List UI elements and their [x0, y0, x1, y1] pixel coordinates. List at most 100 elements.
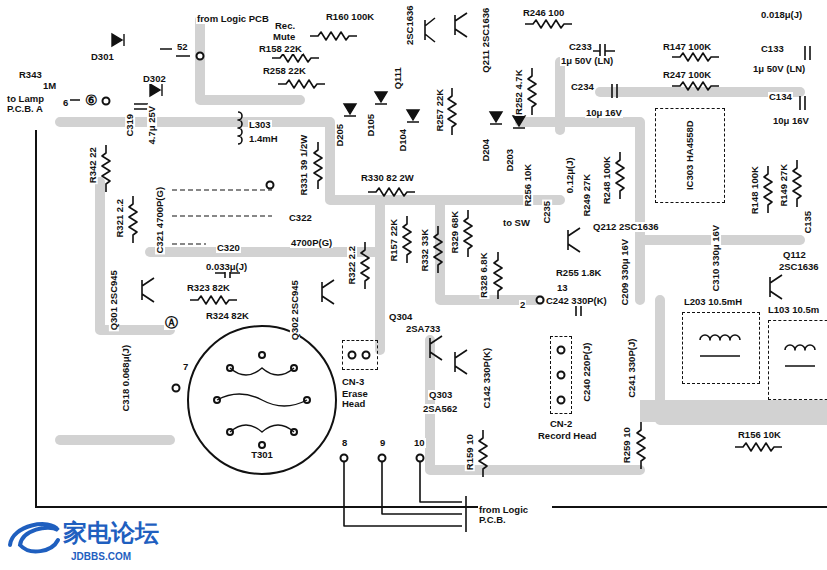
component-label: 1μ 50V (LN) [560, 56, 614, 66]
solder-pad [341, 455, 348, 462]
component-label: D301 [90, 52, 115, 62]
solder-pad [558, 372, 565, 379]
component-label: Q302 2SC945 [290, 279, 300, 341]
coil-symbol [785, 345, 815, 366]
component-label: R343 [18, 70, 43, 80]
resistor-symbol [448, 88, 456, 135]
component-label: D302 [142, 74, 167, 84]
diode-symbol [513, 116, 525, 128]
component-label: 2SA733 [405, 324, 441, 334]
copper-trace [150, 247, 380, 257]
component-label: IC303 HA4558D [684, 119, 694, 191]
copper-trace [200, 20, 300, 100]
component-label: R255 1.8K [555, 268, 602, 278]
component-label: Q112 [782, 250, 807, 260]
component-label: Ⓐ [164, 316, 179, 330]
board-frame [36, 130, 827, 507]
resistor-symbol [464, 210, 472, 257]
component-label: C310 330μ 16V [711, 224, 721, 293]
component-label: C319 [125, 113, 135, 138]
component-label: 2SC1636 [778, 262, 820, 272]
component-label: 1M [42, 81, 57, 91]
solder-pad [363, 352, 370, 359]
component-label: 52 [176, 42, 189, 52]
solder-pad [417, 455, 424, 462]
resistor-symbol [637, 422, 645, 469]
transistor-symbol [142, 278, 154, 302]
transformer-winding [217, 368, 307, 432]
copper-trace [555, 62, 565, 130]
resistor-symbol [735, 443, 782, 451]
component-label: R332 33K [420, 228, 430, 273]
component-label: 10 [413, 438, 426, 448]
component-label: C142 330P(K) [482, 347, 492, 410]
component-label: D203 [505, 148, 515, 173]
solder-pad [379, 455, 386, 462]
resistor-symbol [525, 20, 572, 28]
component-label: C321 4700P(G) [155, 186, 165, 255]
solder-pad [558, 347, 565, 354]
resistor-symbol [361, 242, 369, 289]
component-label: 2SC1636 [405, 4, 415, 46]
component-label: Rec. [274, 21, 296, 31]
solder-pad [259, 442, 265, 448]
component-label: R321 2.2 [115, 198, 125, 239]
component-label: 4700P(G) [290, 238, 333, 248]
solder-pad [558, 397, 565, 404]
component-label: Q212 2SC1636 [592, 222, 660, 232]
transformer-circle [188, 326, 336, 474]
component-label: C240 220P(J) [583, 341, 593, 402]
component-label: Q211 2SC1636 [481, 7, 491, 74]
component-label: 6 [62, 98, 69, 108]
component-label: Record Head [537, 431, 598, 441]
component-label: to Lamp P.C.B. A [6, 94, 56, 115]
component-label: R247 100K [662, 70, 712, 80]
component-label: D104 [398, 128, 408, 153]
component-label: C233 [568, 42, 593, 52]
copper-trace [440, 205, 540, 300]
component-label: 8 [341, 438, 348, 448]
transistor-symbol [455, 13, 467, 37]
resistor-symbol [434, 226, 442, 273]
component-label: R246 100 [522, 8, 565, 18]
component-label: CN-2 [549, 419, 573, 429]
watermark: 家电论坛 [62, 520, 160, 546]
component-label: Mute [272, 32, 296, 42]
solder-pad [197, 53, 204, 60]
component-label: 10μ 16V [585, 108, 623, 118]
logo-swoosh [10, 524, 58, 551]
transistor-symbol [425, 18, 435, 42]
component-label: R248 100K [602, 155, 612, 205]
component-label: R158 22K [258, 44, 303, 54]
solder-pad [103, 98, 110, 105]
copper-trace [430, 340, 640, 470]
component-label: 4.7μ 25V [147, 105, 157, 146]
transistor-symbol [770, 275, 782, 299]
component-label: R259 10 [622, 426, 632, 464]
component-label: 2 [519, 300, 526, 310]
component-label: R256 10K [523, 163, 533, 208]
component-label: R249 27K [582, 173, 592, 218]
component-label: R323 82K [186, 283, 231, 293]
component-label: D105 [366, 113, 376, 138]
component-label: Q111 [393, 66, 403, 90]
resistor-symbol [494, 252, 502, 299]
diode-symbol [490, 112, 502, 124]
copper-area [640, 400, 827, 422]
component-label: C235 [542, 200, 552, 225]
component-label: R159 10 [465, 433, 475, 471]
resistor-symbol [479, 430, 487, 477]
component-label: 9 [379, 438, 386, 448]
transistor-symbol [430, 336, 442, 360]
wire [344, 462, 466, 532]
capacitor-symbol [612, 84, 617, 98]
resistor-symbol [278, 80, 325, 88]
transistor-symbol [455, 350, 467, 374]
component-label: R331 39 1/2W [299, 134, 309, 197]
component-label: R148 100K [750, 165, 760, 215]
component-label: R328 6.8K [480, 251, 490, 298]
component-label: R257 22K [435, 88, 445, 133]
diode-symbol [112, 34, 124, 46]
component-label: R258 22K [262, 66, 307, 76]
